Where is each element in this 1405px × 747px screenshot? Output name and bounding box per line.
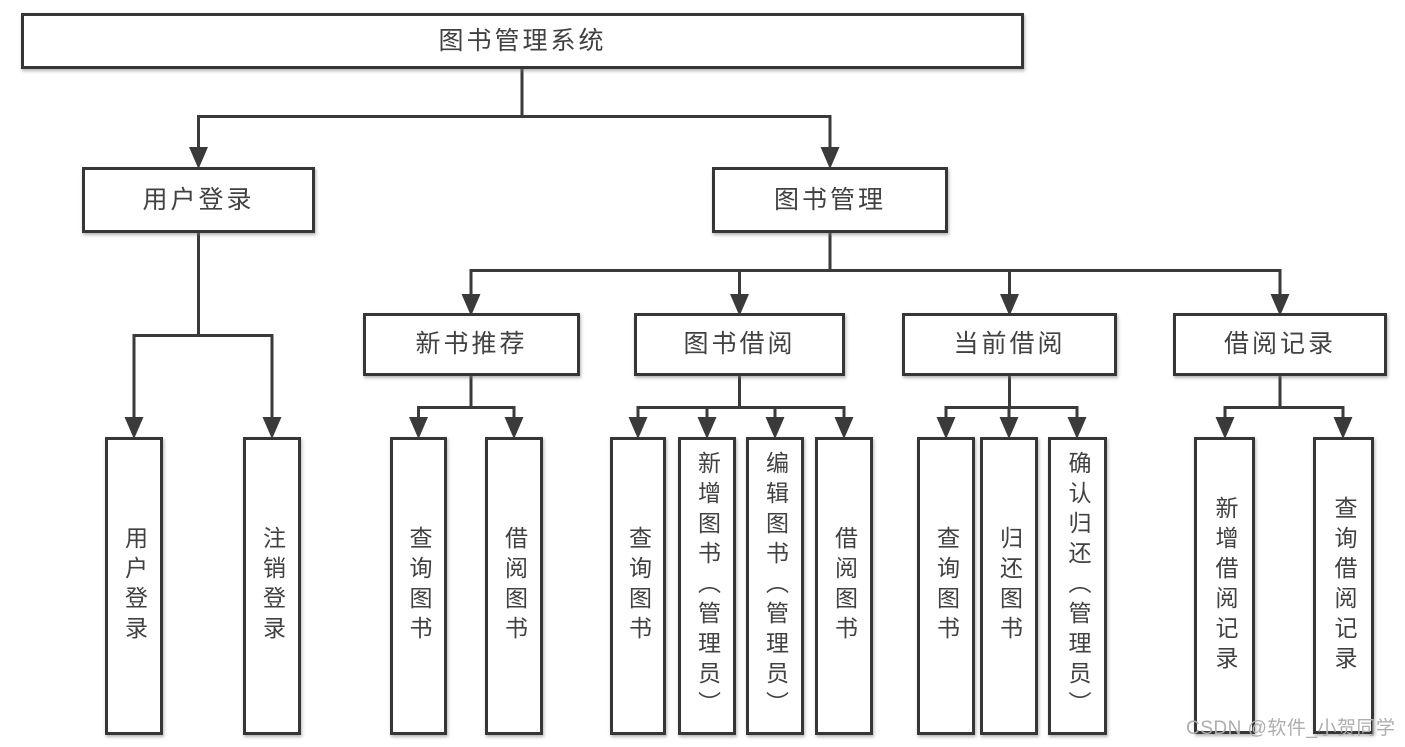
node-label: 查询图书 (933, 526, 960, 646)
leaf-logout: 注销登录 (243, 437, 301, 735)
arrowhead (820, 147, 840, 169)
arrowhead (697, 417, 717, 439)
node-label: 用户登录 (121, 526, 148, 646)
node-label: 新增图书（管理员） (694, 451, 721, 721)
leaf-add-book-admin: 新增图书（管理员） (678, 437, 736, 735)
leaf-confirm-return-admin: 确认归还（管理员） (1048, 437, 1107, 735)
arrowhead (1067, 417, 1087, 439)
leaf-query-books-recommend: 查询图书 (390, 437, 447, 735)
arrowhead (504, 417, 524, 439)
node-new-book-recommendation: 新书推荐 (363, 313, 580, 376)
node-label: 借阅图书 (501, 526, 528, 646)
node-book-management: 图书管理 (712, 167, 948, 233)
leaf-edit-book-admin: 编辑图书（管理员） (746, 437, 804, 735)
node-label: 注销登录 (259, 526, 286, 646)
node-label: 确认归还（管理员） (1065, 451, 1091, 721)
arrowhead (1270, 294, 1290, 316)
node-label: 用户登录 (142, 185, 255, 214)
arrowhead (1333, 417, 1353, 439)
arrowheads (124, 147, 1353, 439)
node-book-borrowing: 图书借阅 (634, 313, 845, 376)
leaf-add-borrow-record: 新增借阅记录 (1194, 437, 1255, 734)
leaf-borrow-books-borrowing: 借阅图书 (815, 437, 873, 735)
node-library-management-system: 图书管理系统 (21, 13, 1024, 69)
arrowhead (189, 147, 208, 169)
arrowhead (730, 294, 749, 316)
leaf-user-login: 用户登录 (105, 437, 163, 735)
arrowhead (936, 417, 956, 439)
arrowhead (999, 417, 1019, 439)
node-label: 编辑图书（管理员） (762, 451, 789, 721)
node-label: 新书推荐 (415, 330, 528, 358)
leaf-borrow-books-recommend: 借阅图书 (485, 437, 543, 735)
node-user-login: 用户登录 (82, 167, 315, 233)
arrowhead (628, 417, 648, 439)
arrowhead (124, 417, 144, 439)
node-label: 新增借阅记录 (1212, 495, 1238, 676)
node-current-borrowing: 当前借阅 (902, 313, 1117, 376)
node-label: 借阅记录 (1223, 330, 1336, 358)
node-borrowing-records: 借阅记录 (1173, 313, 1387, 376)
arrowhead (765, 417, 785, 439)
leaf-query-books-borrowing: 查询图书 (610, 437, 666, 735)
node-label: 图书管理系统 (438, 26, 607, 55)
leaf-return-books: 归还图书 (980, 437, 1038, 735)
node-label: 图书借阅 (683, 330, 796, 358)
leaf-query-borrow-record: 查询借阅记录 (1313, 437, 1374, 734)
watermark: CSDN @软件_小贺同学 (1186, 718, 1396, 739)
arrowhead (834, 417, 854, 439)
node-label: 借阅图书 (831, 526, 858, 646)
arrowhead (1000, 294, 1019, 316)
arrowhead (1215, 417, 1235, 439)
node-label: 当前借阅 (953, 330, 1066, 358)
node-label: 归还图书 (996, 526, 1023, 646)
node-label: 图书管理 (773, 185, 886, 214)
node-label: 查询图书 (406, 526, 432, 646)
arrowhead (262, 417, 282, 439)
node-label: 查询借阅记录 (1331, 495, 1357, 676)
arrowhead (409, 417, 428, 439)
leaf-query-books-current: 查询图书 (917, 437, 975, 735)
node-label: 查询图书 (625, 526, 652, 646)
arrowhead (461, 294, 481, 316)
